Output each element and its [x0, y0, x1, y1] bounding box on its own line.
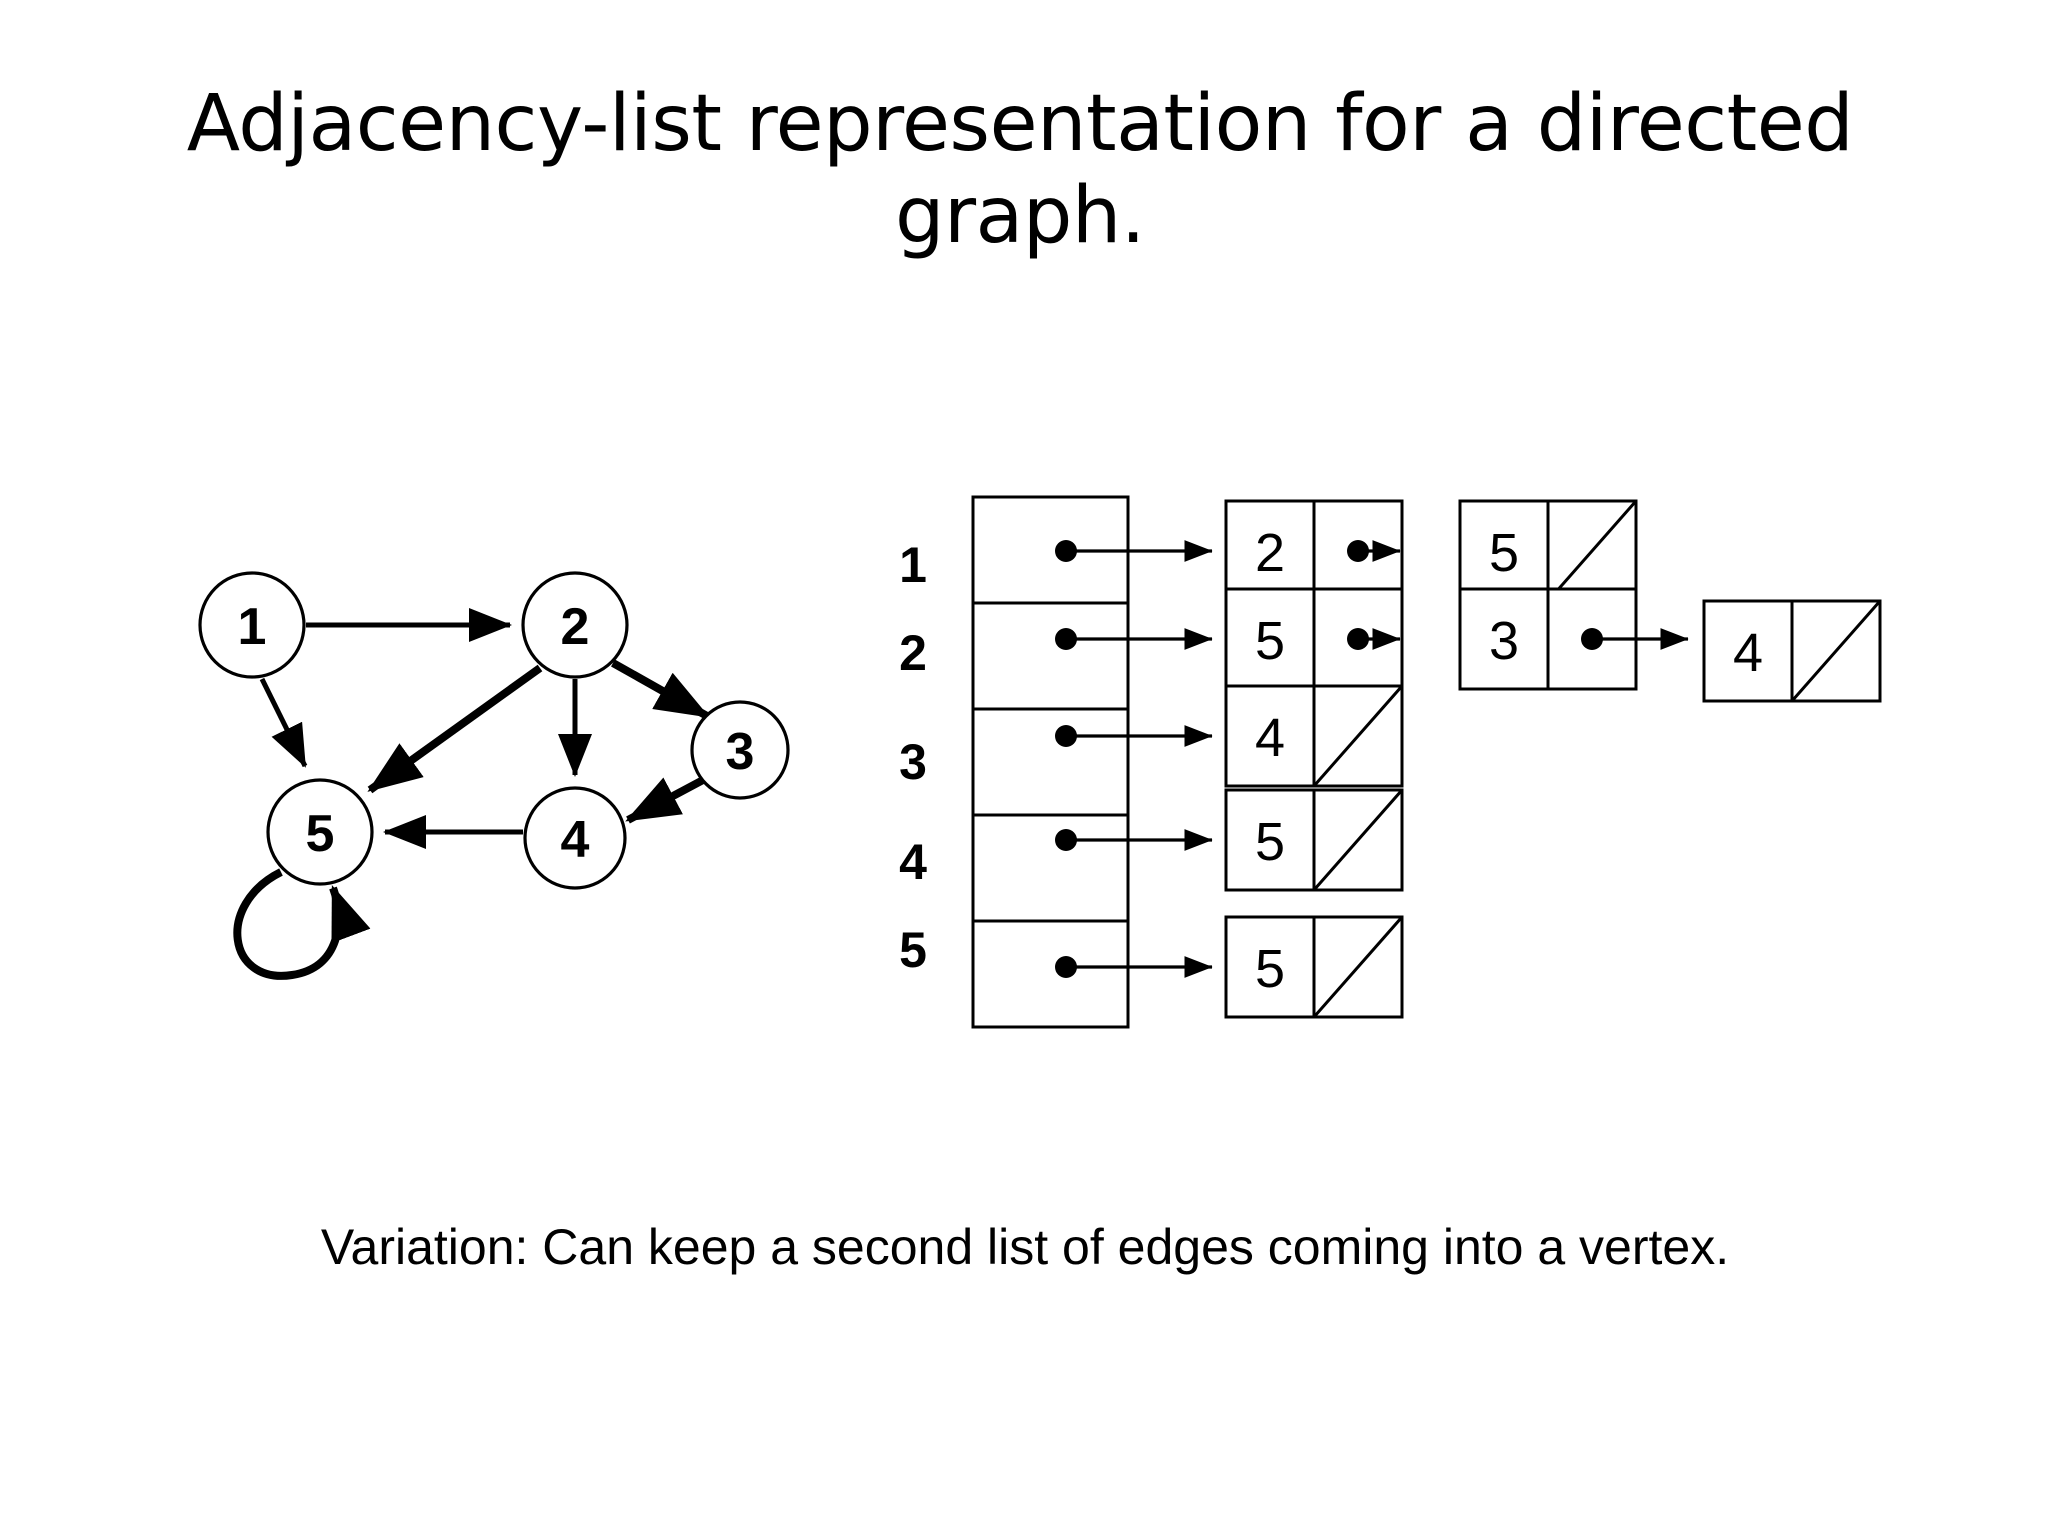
list-node-value-r2-c2: 3	[1489, 611, 1519, 671]
node-circle-3	[690, 700, 790, 800]
nil-slash-icon-r5	[1312, 916, 1404, 1018]
list-node-value-r1-c1: 2	[1255, 523, 1285, 583]
node-label-4: 4	[561, 811, 590, 869]
list-node-value-r4-c1: 5	[1255, 812, 1285, 872]
node-label-2: 2	[561, 598, 590, 656]
vertex-array-column	[971, 495, 1130, 1029]
row-label-4: 4	[899, 834, 927, 890]
array-cell-2[interactable]	[971, 601, 1130, 711]
graph-node-2[interactable]: 2	[521, 571, 629, 679]
slide-caption: Variation: Can keep a second list of edg…	[320, 1219, 1730, 1275]
node-circle-4	[523, 786, 627, 890]
graph-node-3[interactable]: 3	[690, 700, 790, 800]
array-cell-3[interactable]	[971, 707, 1130, 817]
edge-5-self-loop	[233, 868, 371, 980]
node-circle-2	[521, 571, 629, 679]
list-row-4: 5	[1224, 788, 1404, 892]
list-node-r5-c1[interactable]: 5	[1224, 915, 1404, 1019]
nil-slash-icon-r4	[1312, 789, 1404, 891]
edge-2-to-3	[611, 659, 710, 720]
adjacency-list-figure: 1 2 3 4 5	[899, 495, 1882, 1029]
edge-3-to-4	[625, 776, 705, 824]
array-cell-4[interactable]	[971, 813, 1130, 923]
graph-node-1[interactable]: 1	[198, 571, 306, 679]
list-node-value-r5-c1: 5	[1255, 939, 1285, 999]
list-node-r2-c3[interactable]: 4	[1702, 599, 1882, 703]
edge-1-to-5	[259, 677, 308, 768]
graph-node-4[interactable]: 4	[523, 786, 627, 890]
row-label-1: 1	[899, 537, 927, 593]
graph-node-5[interactable]: 5	[266, 778, 374, 886]
list-node-value-r3-c1: 4	[1255, 708, 1285, 768]
node-circle-1	[198, 571, 306, 679]
list-row-2: 5 3 4	[1224, 587, 1882, 703]
node-label-1: 1	[238, 598, 267, 656]
row-label-3: 3	[899, 734, 927, 790]
graph-nodes: 1 2 3 4 5	[198, 571, 790, 890]
node-label-3: 3	[726, 723, 755, 781]
list-node-value-r1-c2: 5	[1489, 523, 1519, 583]
row-label-5: 5	[899, 922, 927, 978]
edge-2-to-5	[367, 664, 543, 794]
nil-slash-icon-r2	[1790, 600, 1882, 702]
node-label-5: 5	[306, 805, 335, 863]
list-row-3: 4	[1224, 684, 1404, 788]
page-title: Adjacency-list representation for a dire…	[186, 79, 1854, 262]
list-node-r4-c1[interactable]: 5	[1224, 788, 1404, 892]
list-node-r3-c1[interactable]: 4	[1224, 684, 1404, 788]
array-cell-5[interactable]	[971, 919, 1130, 1029]
list-row-1: 2 5	[1224, 499, 1638, 603]
nil-slash-icon-r1	[1546, 500, 1638, 602]
array-head-pointers	[1055, 540, 1213, 978]
graph-edges	[233, 607, 710, 980]
list-node-value-r2-c1: 5	[1255, 611, 1285, 671]
row-label-2: 2	[899, 625, 927, 681]
list-node-value-r2-c3: 4	[1733, 623, 1763, 683]
node-circle-5	[266, 778, 374, 886]
list-row-5: 5	[1224, 915, 1404, 1019]
nil-slash-icon-r3	[1312, 685, 1404, 787]
list-node-r1-c2[interactable]: 5	[1458, 499, 1638, 603]
